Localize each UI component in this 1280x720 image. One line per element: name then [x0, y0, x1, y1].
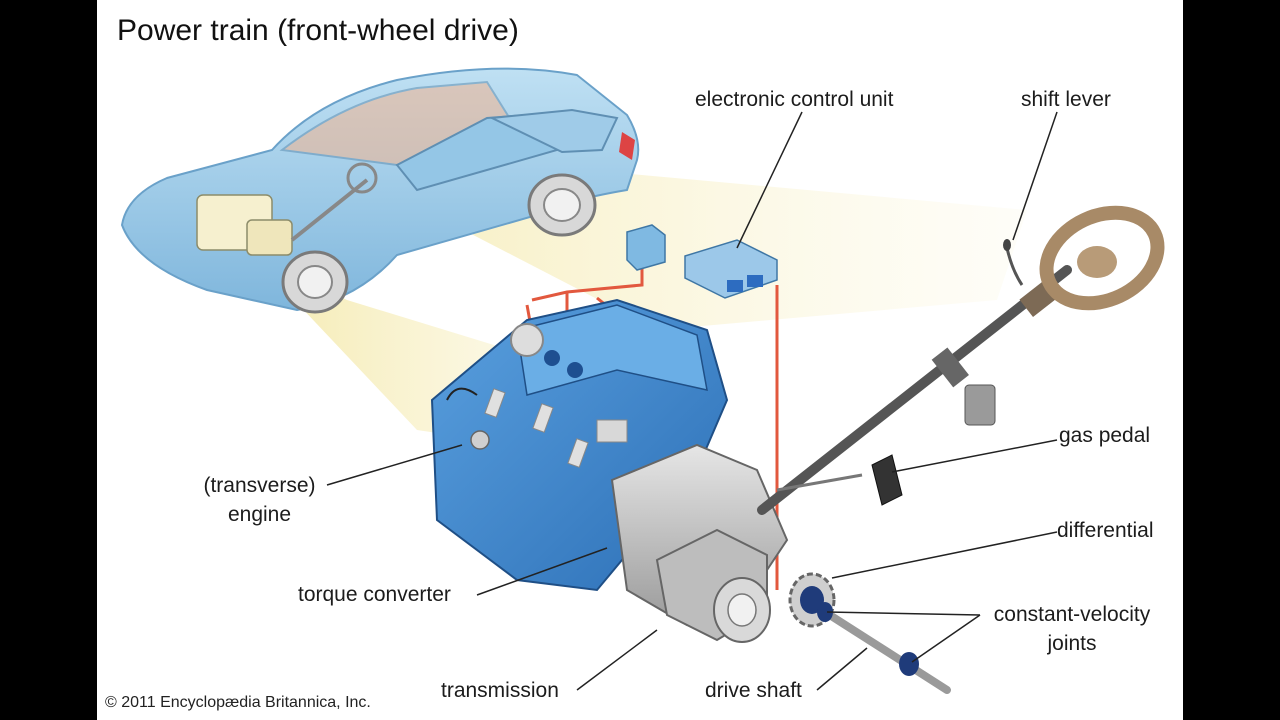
label-differential: differential	[1057, 519, 1154, 542]
diagram-canvas: Power train (front-wheel drive) electron…	[97, 0, 1183, 720]
label-engine-line1: (transverse)	[203, 474, 316, 497]
transmission-housing	[610, 443, 789, 643]
label-cv-joints: constant-velocity joints	[979, 600, 1165, 658]
label-engine: (transverse) engine	[197, 471, 322, 529]
label-transmission: transmission	[441, 679, 559, 702]
leader-lines	[326, 111, 1058, 691]
steering-column	[757, 265, 1072, 515]
car-cutaway	[120, 67, 640, 314]
gas-pedal	[776, 454, 903, 506]
sensor-module	[626, 224, 666, 271]
ecu-box	[684, 239, 778, 299]
label-drive-shaft: drive shaft	[705, 679, 802, 702]
drive-shaft	[817, 602, 951, 694]
label-gas-pedal: gas pedal	[1059, 424, 1151, 447]
shift-lever	[1003, 239, 1024, 286]
label-cv-line2: joints	[1047, 632, 1097, 655]
label-engine-line2: engine	[227, 503, 292, 526]
label-torque-converter: torque converter	[298, 583, 451, 606]
label-cv-line1: constant-velocity	[993, 603, 1151, 626]
copyright-notice: © 2011 Encyclopædia Britannica, Inc.	[105, 694, 371, 711]
label-shift-lever: shift lever	[1021, 88, 1111, 111]
label-electronic-control-unit: electronic control unit	[695, 88, 894, 111]
powertrain-illustration	[120, 67, 1165, 694]
diagram-title: Power train (front-wheel drive)	[117, 14, 519, 47]
steering-wheel	[1039, 205, 1165, 311]
